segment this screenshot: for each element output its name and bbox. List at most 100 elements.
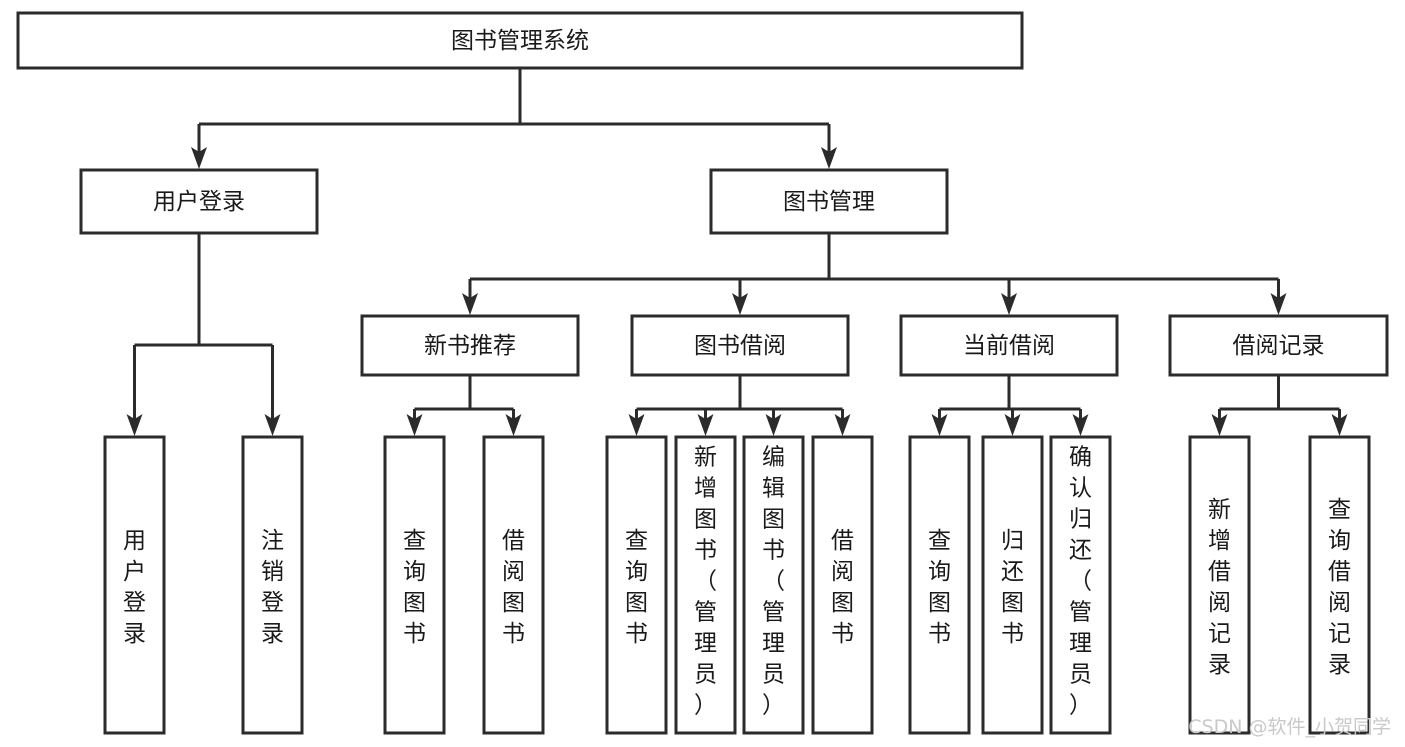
node-leaf-cb-confirm[interactable]: 确认归还（管理员） [1049,435,1112,735]
csdn-watermark: CSDN @软件_小贺同学 [1188,716,1391,738]
label-char: 理 [762,631,785,657]
node-leaf-bb-query[interactable]: 查询图书 [605,435,668,735]
label-char: 阅 [831,559,854,585]
node-box[interactable] [360,314,580,377]
node-l3-new-book[interactable]: 新书推荐 [360,314,580,377]
label-char: 录 [123,621,146,647]
node-label-vertical: 编辑图书（管理员） [762,445,785,719]
node-label: 当前借阅 [963,333,1055,359]
node-box[interactable] [674,435,737,735]
label-char: 记 [1328,621,1351,647]
node-box[interactable] [811,435,874,735]
node-box[interactable] [908,435,971,735]
node-leaf-cb-query[interactable]: 查询图书 [908,435,971,735]
node-label-vertical: 查询图书 [928,528,951,647]
node-leaf-rec-query[interactable]: 查询借阅记录 [1308,435,1371,735]
label-char: 书 [403,621,426,647]
label-char: 注 [261,528,284,554]
arrow-head-icon [1004,414,1021,436]
label-char: （ [762,569,785,595]
node-box[interactable] [103,435,166,735]
node-root[interactable]: 图书管理系统 [16,11,1024,70]
node-l3-borrow[interactable]: 图书借阅 [630,314,850,377]
node-leaf-bb-add[interactable]: 新增图书（管理员） [674,435,737,735]
label-char: 询 [625,559,648,585]
label-char: 图 [625,590,648,616]
node-l3-current[interactable]: 当前借阅 [899,314,1119,377]
node-leaf-logout[interactable]: 注销登录 [241,435,304,735]
arrow-head-icon [931,414,948,436]
label-char: 员 [1069,662,1092,688]
node-box[interactable] [742,435,805,735]
arrow-head-icon [126,414,143,436]
connector-group [1211,375,1348,436]
label-char: 增 [1208,528,1231,554]
node-l2-user-login[interactable]: 用户登录 [79,168,319,235]
label-char: 书 [502,621,525,647]
label-char: 录 [1328,652,1351,678]
label-char: 图 [928,590,951,616]
node-leaf-nb-query[interactable]: 查询图书 [383,435,446,735]
arrow-head-icon [462,293,478,315]
arrow-head-icon [697,414,714,436]
node-label-vertical: 确认归还（管理员） [1069,445,1092,719]
label-char: （ [694,569,717,595]
label-char: 图 [502,590,525,616]
arrow-head-icon [1270,293,1287,315]
label-char: 管 [1069,600,1092,626]
label-char: 录 [1208,652,1231,678]
node-layer: 图书管理系统用户登录图书管理新书推荐图书借阅当前借阅借阅记录用户登录注销登录查询… [16,11,1389,735]
node-label-vertical: 借阅图书 [502,528,525,647]
node-box[interactable] [1168,314,1389,377]
node-leaf-bb-edit[interactable]: 编辑图书（管理员） [742,435,805,735]
label-char: 图 [762,507,785,533]
node-box[interactable] [79,168,319,235]
node-label: 借阅记录 [1233,333,1325,359]
label-char: 借 [502,528,525,554]
node-box[interactable] [1308,435,1371,735]
node-l2-book-manage[interactable]: 图书管理 [709,168,949,235]
node-leaf-nb-borrow[interactable]: 借阅图书 [482,435,545,735]
node-leaf-cb-return[interactable]: 归还图书 [981,435,1044,735]
label-char: 阅 [1208,590,1231,616]
connector-group [406,375,522,436]
label-char: 阅 [502,559,525,585]
node-box[interactable] [16,11,1024,70]
node-box[interactable] [1049,435,1112,735]
label-char: 新 [1208,497,1231,523]
node-box[interactable] [383,435,446,735]
connector-layer [126,68,1348,436]
node-label: 用户登录 [153,189,245,215]
node-leaf-rec-add[interactable]: 新增借阅记录 [1188,435,1251,735]
node-box[interactable] [1188,435,1251,735]
node-box[interactable] [241,435,304,735]
node-box[interactable] [482,435,545,735]
label-char: 查 [928,528,951,554]
node-label-vertical: 查询图书 [403,528,426,647]
node-label-vertical: 注销登录 [261,528,284,647]
label-char: 书 [762,538,785,564]
node-l3-record[interactable]: 借阅记录 [1168,314,1389,377]
label-char: 户 [123,559,146,585]
label-char: 查 [1328,497,1351,523]
label-char: 询 [403,559,426,585]
node-box[interactable] [630,314,850,377]
label-char: 查 [403,528,426,554]
node-label-vertical: 借阅图书 [831,528,854,647]
label-char: 增 [694,476,717,502]
arrow-head-icon [1001,293,1017,315]
label-char: 销 [261,559,284,585]
node-label: 图书管理 [783,189,875,215]
node-label-vertical: 用户登录 [123,528,146,647]
node-box[interactable] [605,435,668,735]
node-box[interactable] [899,314,1119,377]
label-char: ） [1069,693,1092,719]
node-box[interactable] [981,435,1044,735]
label-char: 记 [1208,621,1231,647]
node-leaf-user-login[interactable]: 用户登录 [103,435,166,735]
label-char: 新 [694,445,717,471]
node-label: 图书管理系统 [451,28,589,54]
node-box[interactable] [709,168,949,235]
node-leaf-bb-borrow[interactable]: 借阅图书 [811,435,874,735]
label-char: 理 [1069,631,1092,657]
